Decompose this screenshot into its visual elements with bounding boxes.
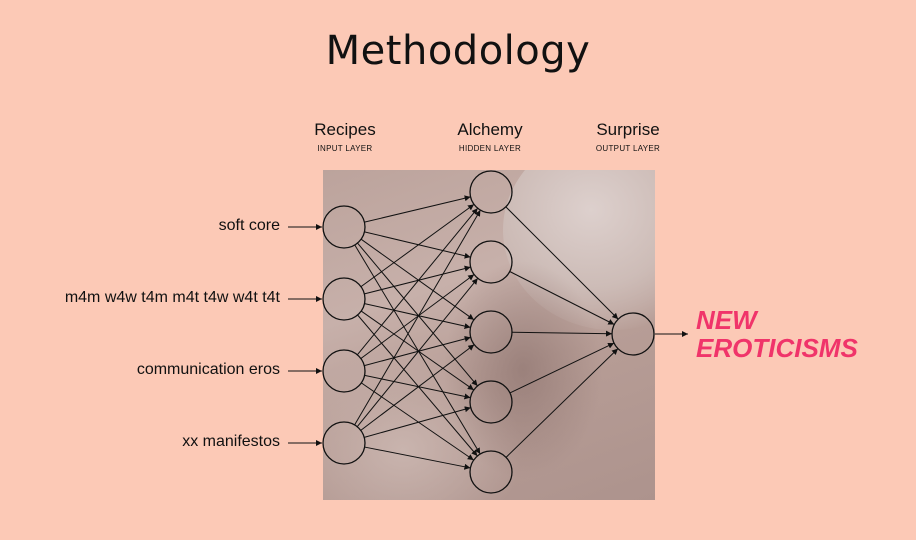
input-node [322,277,366,321]
column-sublabel: INPUT LAYER [317,144,373,153]
input-node [322,421,366,465]
edge-input-hidden [354,244,481,455]
input-label-xx-manifestos: xx manifestos [182,433,280,450]
output-label: NEW EROTICISMS [696,306,858,362]
column-sublabel: OUTPUT LAYER [595,144,661,153]
edge-input-hidden [356,207,479,356]
edge-input-hidden [360,274,475,359]
hidden-node [469,240,513,284]
edge-input-hidden [364,231,471,259]
column-header-input: Recipes INPUT LAYER [265,120,425,153]
edge-input-hidden [360,344,475,431]
edge-input-hidden [356,277,479,428]
edge-input-hidden [360,310,475,391]
column-header-output: Surprise OUTPUT LAYER [548,120,708,153]
input-node [322,205,366,249]
edge-input-hidden [357,314,478,457]
edge-input-hidden [364,265,471,295]
column-name: Surprise [596,120,660,139]
input-label-communication-eros: communication eros [136,361,280,378]
column-sublabel: HIDDEN LAYER [458,144,522,153]
edge-input-hidden [360,238,475,321]
edge-input-hidden [364,303,471,330]
page-title: Methodology [325,28,591,74]
column-name: Alchemy [457,120,523,139]
edge-input-hidden [364,195,471,223]
edge-hidden-output [511,330,613,337]
hidden-node [469,450,513,494]
edge-input-hidden [364,336,471,367]
edge-input-hidden [361,382,474,461]
column-name: Recipes [314,120,376,139]
edge-input-hidden [364,446,471,470]
output-label-line1: NEW [696,305,757,335]
background-photo [323,170,655,500]
edge-hidden-output [505,206,619,320]
hidden-node [469,310,513,354]
input-node [322,349,366,393]
edge-input-hidden [357,242,478,387]
input-label-soft-core: soft core [218,217,280,234]
edge-input-hidden [354,209,481,426]
output-node [611,312,655,356]
edge-hidden-output [505,348,619,458]
edge-hidden-output [509,342,615,394]
hidden-node [469,380,513,424]
edge-input-hidden [364,406,471,438]
hidden-node [469,170,513,214]
edge-input-hidden [364,374,471,400]
edge-input-hidden [360,203,475,288]
column-header-hidden: Alchemy HIDDEN LAYER [410,120,570,153]
output-label-line2: EROTICISMS [696,333,858,363]
edge-hidden-output [509,271,615,325]
input-label-pairings: m4m w4w t4m m4t t4w w4t t4t [64,289,280,306]
